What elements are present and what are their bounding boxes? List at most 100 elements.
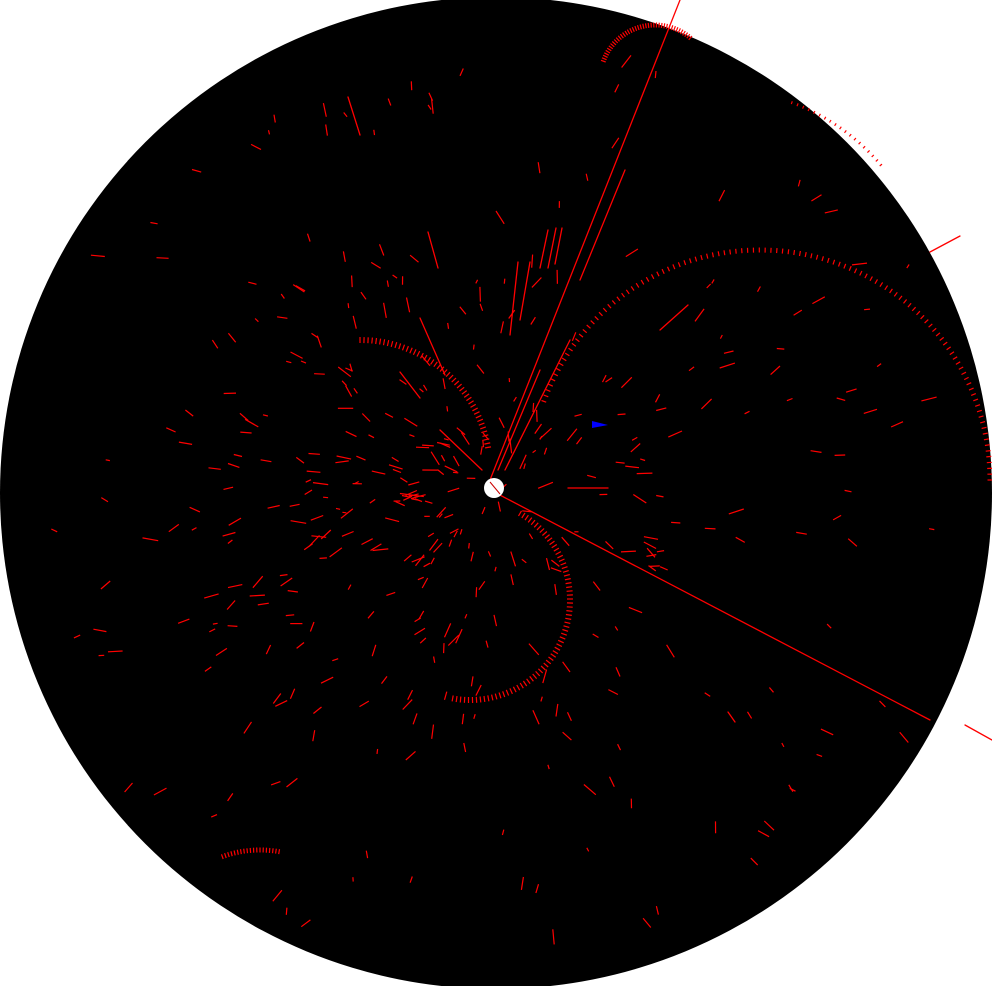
hit-segment [704,692,711,697]
arc-hit [677,262,681,268]
arc-hit [433,361,438,368]
hit-segment [361,538,373,546]
hit-segment [306,233,311,242]
hit-segment [222,531,236,537]
hit-segment [177,618,190,624]
arc-hit [382,339,386,346]
hit-segment [836,397,846,401]
hit-segment [611,137,620,149]
hit-segment [419,637,427,644]
arc-hit [832,259,836,265]
hit-segment [73,634,81,639]
arc-hit [874,279,879,285]
hit-segment [239,412,249,421]
arc-hit [636,25,640,31]
arc-hit [821,256,824,262]
track-line [727,711,736,723]
arc-hit [561,566,568,570]
arc-hit [963,376,969,381]
hit-segment [124,782,133,793]
arc-hit [526,678,531,684]
arc-hit [682,30,686,36]
arc-hit [980,421,986,424]
hit-segment [386,591,396,596]
arc-hit [781,248,784,254]
arc-hit [586,324,591,329]
hit-segment [428,92,434,102]
arc-hit [663,23,666,29]
hit-segment [468,543,470,549]
hit-segment [532,402,535,413]
arc-hit [924,319,929,324]
arc-hit [619,33,624,39]
hit-segment [470,676,474,687]
hit-segment [275,700,288,707]
hit-segment [322,102,327,117]
arc-hit [717,251,720,257]
hit-segment [285,614,295,617]
arc-hit [793,250,796,256]
arc-hit [550,378,556,382]
hit-segment [399,379,407,385]
hit-segment [341,530,354,537]
hit-segment [320,676,334,684]
hit-segment [421,355,431,367]
hit-segment [574,413,582,417]
arc-hit [551,543,558,549]
arc-hit [976,409,982,413]
hit-segment [371,644,377,657]
arc-hit [562,570,569,573]
arc-hit [509,688,513,695]
hit-segment [370,543,382,552]
hit-segment [585,173,589,181]
arc-hit [844,130,847,134]
arc-hit [684,32,689,38]
arc-hit [239,849,242,855]
arc-hit [616,296,621,302]
arc-hit [670,25,674,31]
hit-segment [768,687,774,693]
hit-segment [342,251,346,262]
hit-segment [523,463,526,470]
hit-segment [788,784,794,793]
hit-segment [464,613,468,619]
hit-segment [417,576,424,581]
hit-segment [500,321,504,334]
hit-segment [535,884,540,894]
hit-segment [260,459,272,463]
arc-hit [660,22,663,28]
arc-hit [566,586,573,589]
arc-hit [640,279,645,285]
arc-hit [453,380,460,386]
arc-hit [548,656,554,661]
arc-hit [966,382,972,386]
hit-segment [211,339,219,349]
hit-segment [456,427,466,436]
hit-segment [443,623,452,638]
hit-segment [227,793,234,802]
hit-segment [289,503,300,507]
hit-segment [587,474,597,479]
hit-segment [295,456,305,464]
hit-segment [757,830,770,838]
hit-segment [405,297,411,313]
hit-segment [566,712,572,722]
hit-segment [376,748,379,754]
hit-segment [156,257,169,259]
arc-hit [463,393,470,398]
arc-hit [694,256,698,262]
hit-segment [100,580,111,590]
hit-segment [189,506,201,513]
arc-hit [673,25,676,32]
arc-hit [563,574,570,577]
arc-hit [547,383,554,387]
hit-segment [513,396,517,402]
hit-segment [142,537,159,542]
hit-segment [286,777,298,788]
hit-segment [250,143,262,151]
hit-segment [381,676,388,684]
hit-segment [254,318,259,323]
hit-segment [649,565,660,567]
arc-hit [555,551,562,556]
hit-segment [666,644,675,658]
